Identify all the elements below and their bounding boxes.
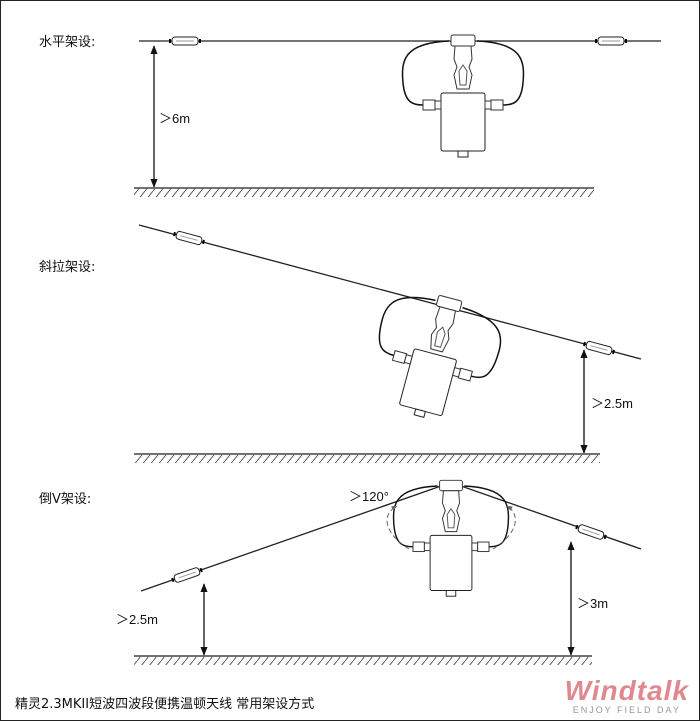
section-title: 斜拉架设: — [39, 260, 95, 275]
ground-hatch — [134, 455, 600, 463]
angle-arc-right — [492, 505, 516, 550]
antenna-wire — [138, 224, 642, 360]
height-label-right: ＞3m — [577, 596, 608, 611]
section-title: 倒V架设: — [39, 492, 91, 507]
insulator-icon — [574, 522, 608, 542]
balun-antenna-icon — [401, 34, 525, 158]
logo-tagline: ENJOY FIELD DAY — [572, 705, 681, 715]
section-title: 水平架设: — [39, 35, 95, 50]
balun-antenna-icon — [392, 479, 510, 597]
ground-hatch — [134, 657, 592, 665]
height-label-left: ＞2.5m — [116, 612, 158, 627]
height-label: ＞6m — [159, 111, 190, 126]
insulator-icon — [595, 36, 627, 46]
section-inverted-v: 倒V架设: ＞120° ＞2.5m ＞3m — [39, 479, 642, 665]
insulator-icon — [172, 229, 206, 247]
insulator-icon — [170, 565, 204, 585]
windtalk-logo: Windtalk ENJOY FIELD DAY — [564, 675, 689, 716]
logo-name: Windtalk — [564, 675, 689, 706]
ground-hatch — [134, 189, 594, 197]
antenna-wire-right — [460, 485, 642, 550]
section-sloper: 斜拉架设: ＞2.5m — [39, 224, 642, 463]
angle-arc-left — [386, 505, 410, 550]
height-label: ＞2.5m — [591, 396, 633, 411]
insulator-icon — [582, 339, 616, 357]
angle-label: ＞120° — [349, 489, 389, 504]
balun-antenna-icon — [359, 281, 510, 433]
caption: 精灵2.3MKII短波四波段便携温顿天线 常用架设方式 — [15, 697, 315, 712]
insulator-icon — [169, 36, 201, 46]
section-horizontal: 水平架设: ＞6m — [39, 34, 661, 197]
